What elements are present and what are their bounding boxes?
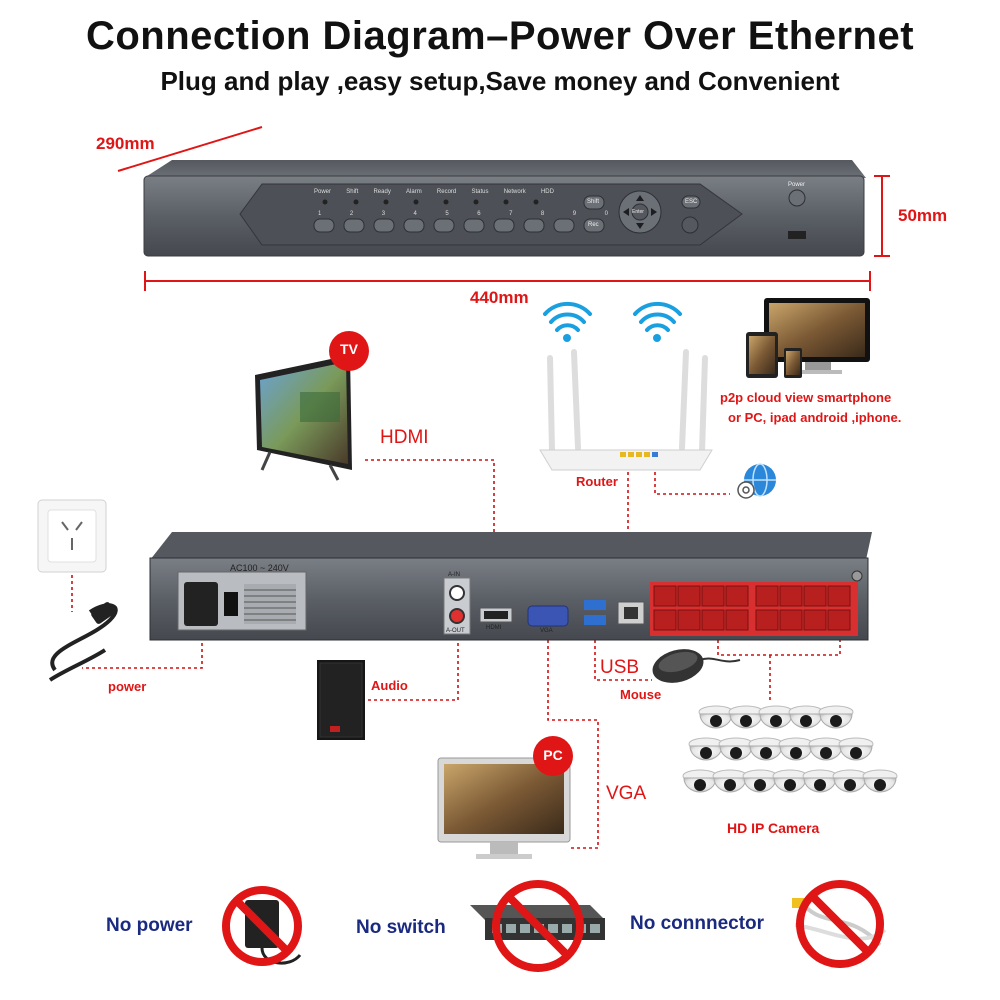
dome-camera (788, 705, 824, 729)
no-connector-label: No connnector (630, 913, 765, 934)
front-indicator-labels: Power Shift Ready Alarm Record Status Ne… (314, 189, 554, 195)
ac-input-label: AC100 ~ 240V (230, 563, 289, 573)
page-subtitle: Plug and play ,easy setup,Save money and… (160, 66, 840, 96)
dome-camera (808, 737, 844, 761)
nvr-rear-view (149, 532, 872, 641)
no-switch-icon (470, 880, 605, 972)
router-label: Router (576, 474, 618, 489)
front-key-numbers: 1 2 3 4 5 6 7 8 9 0 (318, 211, 608, 217)
no-power-adapter-icon (222, 886, 302, 966)
audio-label: Audio (371, 678, 408, 693)
p2p-label-line2: or PC, ipad android ,iphone. (728, 410, 902, 425)
dome-camera (682, 769, 718, 793)
tv-device (255, 331, 369, 481)
page-title: Connection Diagram–Power Over Ethernet (85, 14, 915, 58)
mouse-label: Mouse (620, 687, 662, 702)
indicator-label: Record (436, 189, 457, 195)
indicator-label: Network (503, 189, 526, 195)
rec-button: Rec (588, 222, 599, 228)
dome-camera (728, 705, 764, 729)
dome-camera (778, 737, 814, 761)
key-number: 2 (349, 211, 354, 217)
indicator-label: Ready (373, 189, 391, 195)
shift-button: Shift (587, 199, 600, 205)
speaker-device (317, 660, 365, 740)
ip-camera-cluster (682, 705, 898, 793)
key-number: 5 (445, 211, 449, 217)
audio-out-label: A-OUT (446, 628, 465, 634)
internet-globe-icon (737, 463, 776, 499)
tv-badge: TV (340, 341, 358, 357)
no-connector-icon (792, 880, 887, 968)
key-number: 1 (318, 211, 322, 217)
dome-camera (838, 737, 874, 761)
no-power-label: No power (106, 915, 193, 936)
key-number: 0 (604, 211, 608, 217)
vga-label: VGA (606, 783, 647, 804)
power-button: Power (788, 182, 806, 188)
camera-label: HD IP Camera (727, 820, 820, 836)
vga-port-label: VGA (540, 628, 553, 634)
dome-camera (862, 769, 898, 793)
key-number: 9 (572, 211, 577, 217)
mouse-device (652, 649, 741, 683)
nvr-front-view (143, 160, 866, 257)
audio-in-label: A-IN (448, 572, 460, 578)
dome-camera (698, 705, 734, 729)
dimension-width-label: 440mm (470, 288, 529, 307)
dome-camera (802, 769, 838, 793)
enter-button: Enter (632, 209, 644, 215)
key-number: 3 (381, 211, 386, 217)
dome-camera (748, 737, 784, 761)
key-number: 4 (413, 211, 417, 217)
dome-camera (712, 769, 748, 793)
power-cable (48, 602, 118, 682)
power-label: power (108, 679, 147, 694)
pc-monitor (437, 736, 573, 859)
multi-device-view (746, 298, 870, 378)
p2p-label-line1: p2p cloud view smartphone (720, 390, 892, 405)
dome-camera (718, 737, 754, 761)
wall-socket (37, 499, 107, 573)
hdmi-port-label: HDMI (486, 625, 502, 631)
indicator-label: HDD (540, 189, 554, 195)
indicator-label: Alarm (406, 189, 422, 195)
dome-camera (832, 769, 868, 793)
dimension-depth-label: 290mm (96, 134, 155, 153)
key-number: 6 (477, 211, 481, 217)
pc-badge: PC (543, 747, 563, 763)
indicator-label: Status (471, 189, 489, 195)
dome-camera (772, 769, 808, 793)
dome-camera (758, 705, 794, 729)
dome-camera (688, 737, 724, 761)
key-number: 7 (509, 211, 513, 217)
esc-button: ESC (685, 199, 698, 205)
dimension-lines (117, 126, 890, 291)
key-number: 8 (540, 211, 545, 217)
hdmi-label: HDMI (380, 427, 429, 448)
usb-label: USB (600, 657, 640, 678)
dimension-height-label: 50mm (898, 206, 948, 225)
indicator-label: Shift (346, 189, 359, 195)
dome-camera (742, 769, 778, 793)
dome-camera (818, 705, 854, 729)
router-device (539, 301, 713, 471)
no-switch-label: No switch (356, 917, 446, 938)
indicator-label: Power (314, 189, 332, 195)
